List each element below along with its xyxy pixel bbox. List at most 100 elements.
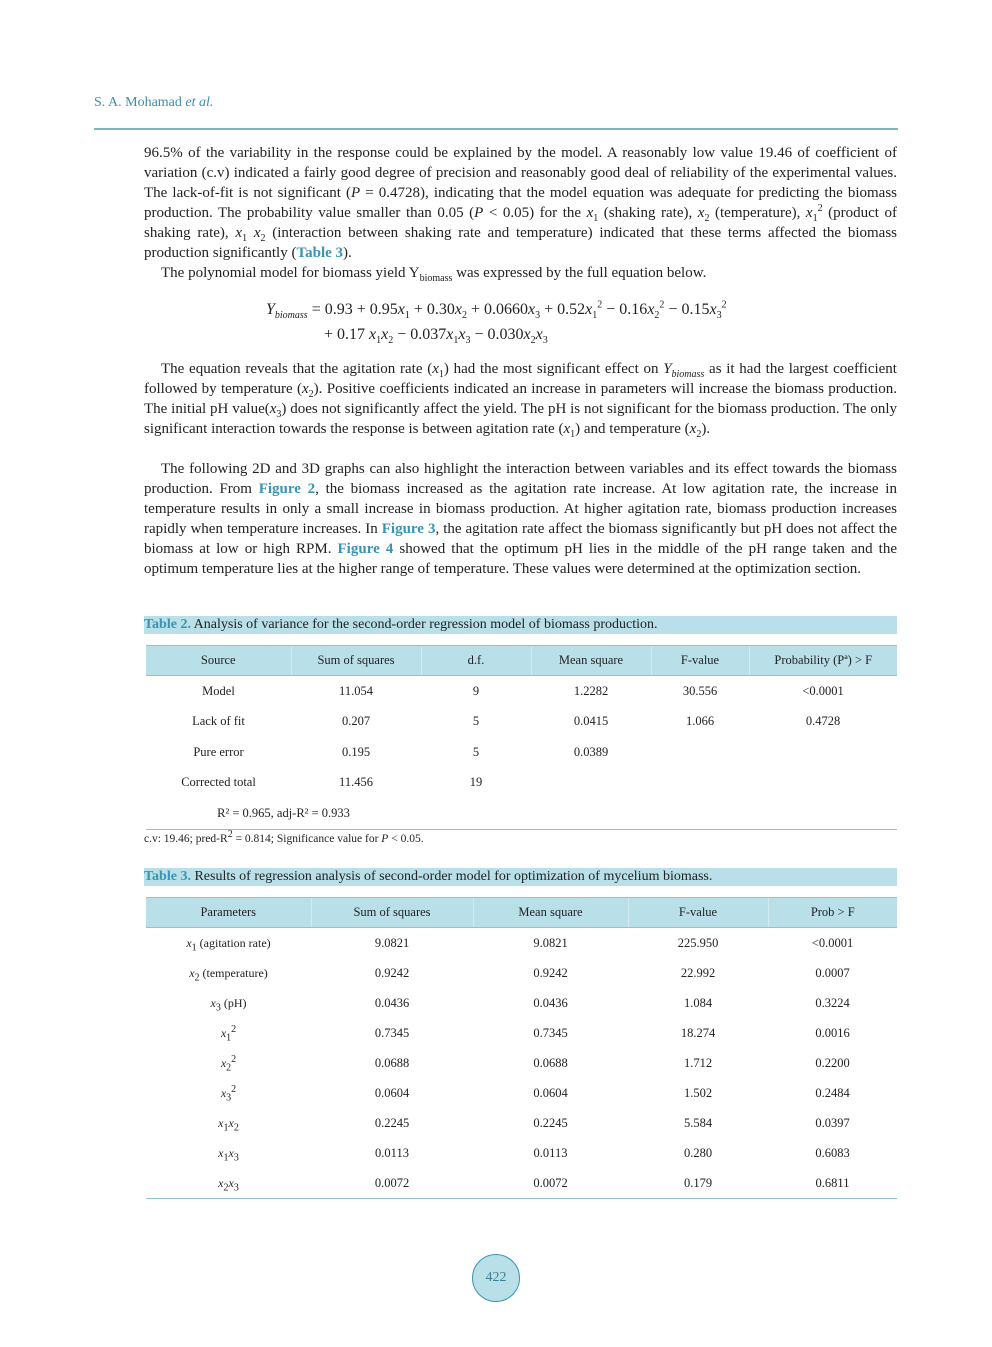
text-segment: 1 — [376, 335, 382, 347]
text-segment — [247, 225, 254, 241]
text-segment: x — [228, 1115, 234, 1130]
table-cell: 0.0604 — [533, 1085, 568, 1100]
text-segment: , the agitation rate affect the biomass … — [144, 521, 897, 557]
text-segment: 2 — [233, 1121, 239, 1133]
empty-cell — [651, 798, 749, 830]
table-cell: 1.084 — [683, 995, 713, 1010]
text-segment: ). — [343, 245, 352, 261]
table-cell: 0.0072 — [473, 1168, 628, 1199]
text-segment: 1 — [453, 335, 459, 347]
text-segment: = 0.93 + 0.95 — [307, 301, 398, 318]
table-cell: 0.2245 — [374, 1115, 410, 1130]
text-segment: ) does not significantly affect the yiel… — [144, 401, 897, 437]
table-cell: 0.2200 — [815, 1055, 850, 1070]
table-2-label[interactable]: Table 2. — [144, 617, 191, 632]
column-header: Sum of squares — [290, 645, 421, 676]
text-segment: < 0.05) for the — [483, 205, 587, 221]
text-segment: 2 — [654, 310, 660, 322]
parameter-cell: x2x3 — [146, 1168, 311, 1199]
text-segment: 1 — [438, 369, 444, 380]
text-segment: 1 — [223, 1151, 229, 1163]
column-header: d.f. — [420, 645, 531, 676]
table-cell: 0.2484 — [815, 1085, 850, 1100]
table-cell: 0.0688 — [374, 1055, 410, 1070]
text-segment: (shaking rate), — [598, 205, 698, 221]
table-cell: Lack of fit — [192, 714, 245, 729]
text-segment: biomass — [419, 273, 453, 284]
text-segment: x — [218, 1145, 224, 1160]
cross-reference-link[interactable]: Figure 3 — [381, 521, 436, 537]
table-cell: 0.9242 — [374, 965, 410, 980]
text-segment: 2 — [226, 1061, 232, 1073]
text-segment: , the biomass increased as the agitation… — [144, 481, 897, 537]
table-cell: 0.0415 — [573, 714, 609, 729]
text-segment: x — [458, 326, 466, 343]
table-2-caption-text: Analysis of variance for the second-orde… — [190, 617, 658, 632]
text-segment: x — [218, 1115, 224, 1130]
text-segment: 96.5% of the variability in the response… — [144, 145, 897, 201]
table-cell: 22.992 — [680, 965, 716, 980]
text-segment: ) and temperature ( — [575, 421, 690, 437]
table-cell: Model — [202, 683, 235, 698]
text-segment: x — [228, 1175, 234, 1190]
parameter-cell: x1x2 — [146, 1108, 311, 1138]
equation-line-1: Ybiomass = 0.93 + 0.95x1 + 0.30x2 + 0.06… — [266, 297, 727, 322]
cross-reference-link[interactable]: Figure 4 — [337, 541, 394, 557]
text-segment: c.v: 19.46; pred-R — [144, 833, 228, 845]
text-segment: x — [697, 205, 705, 221]
table-cell: 225.950 — [677, 935, 719, 950]
text-segment: (temperature) — [199, 965, 268, 980]
text-segment: 2 — [308, 389, 314, 400]
table-3-caption-text: Results of regression analysis of second… — [190, 869, 713, 884]
text-segment: 1 — [404, 310, 410, 322]
text-segment: 2 — [194, 971, 200, 983]
table-cell: 1.066 — [685, 714, 715, 729]
text-segment: 3 — [465, 335, 471, 347]
table-cell: 0.6083 — [815, 1145, 850, 1160]
column-header: Parameters — [146, 897, 311, 928]
text-segment: x — [220, 1055, 227, 1070]
model-equation: Ybiomass = 0.93 + 0.95x1 + 0.30x2 + 0.06… — [266, 297, 727, 347]
table-cell: 0.280 — [683, 1145, 713, 1160]
table-cell: 9.0821 — [374, 935, 410, 950]
text-segment: x — [709, 301, 717, 318]
r2-row: R² = 0.965, adj-R² = 0.933 — [146, 798, 897, 830]
table-cell: 0.9242 — [533, 965, 568, 980]
text-segment: 3 — [233, 1181, 239, 1193]
text-segment: P — [351, 185, 361, 201]
text-segment: 1 — [226, 1031, 232, 1043]
text-segment: x — [186, 935, 192, 950]
text-segment: x — [235, 225, 243, 241]
text-segment: x — [689, 421, 697, 437]
table-3-label[interactable]: Table 3. — [144, 869, 191, 884]
text-segment: x — [220, 1085, 227, 1100]
cross-reference-link[interactable]: Figure 2 — [258, 481, 316, 497]
table-cell — [749, 768, 897, 799]
text-segment: x — [454, 301, 462, 318]
text-segment: x — [369, 326, 377, 343]
cross-reference-link[interactable]: Table 3 — [296, 245, 344, 261]
text-segment: x — [210, 995, 216, 1010]
text-segment: x — [535, 326, 543, 343]
text-segment: 2 — [223, 1181, 229, 1193]
text-segment: (interaction between shaking rate and te… — [144, 225, 898, 261]
text-segment: 3 — [535, 310, 541, 322]
text-segment: x — [563, 421, 571, 437]
table-cell: 0.0113 — [533, 1145, 568, 1160]
text-segment: (agitation rate) — [196, 935, 271, 950]
text-segment: x — [432, 361, 439, 377]
text-segment: P — [474, 205, 484, 221]
paragraph-graphs-discussion: The following 2D and 3D graphs can also … — [144, 459, 897, 579]
text-segment: x — [586, 205, 594, 221]
text-segment: Y — [266, 301, 275, 318]
table-cell: 0.195 — [341, 744, 371, 759]
table-cell: 11.054 — [339, 683, 373, 698]
column-header: Sum of squares — [310, 897, 473, 928]
text-segment: showed that the optimum pH lies in the m… — [144, 541, 898, 577]
table-cell: 0.3224 — [815, 995, 850, 1010]
table-cell: 5 — [472, 744, 480, 759]
table-cell: 0.0113 — [375, 1145, 409, 1160]
